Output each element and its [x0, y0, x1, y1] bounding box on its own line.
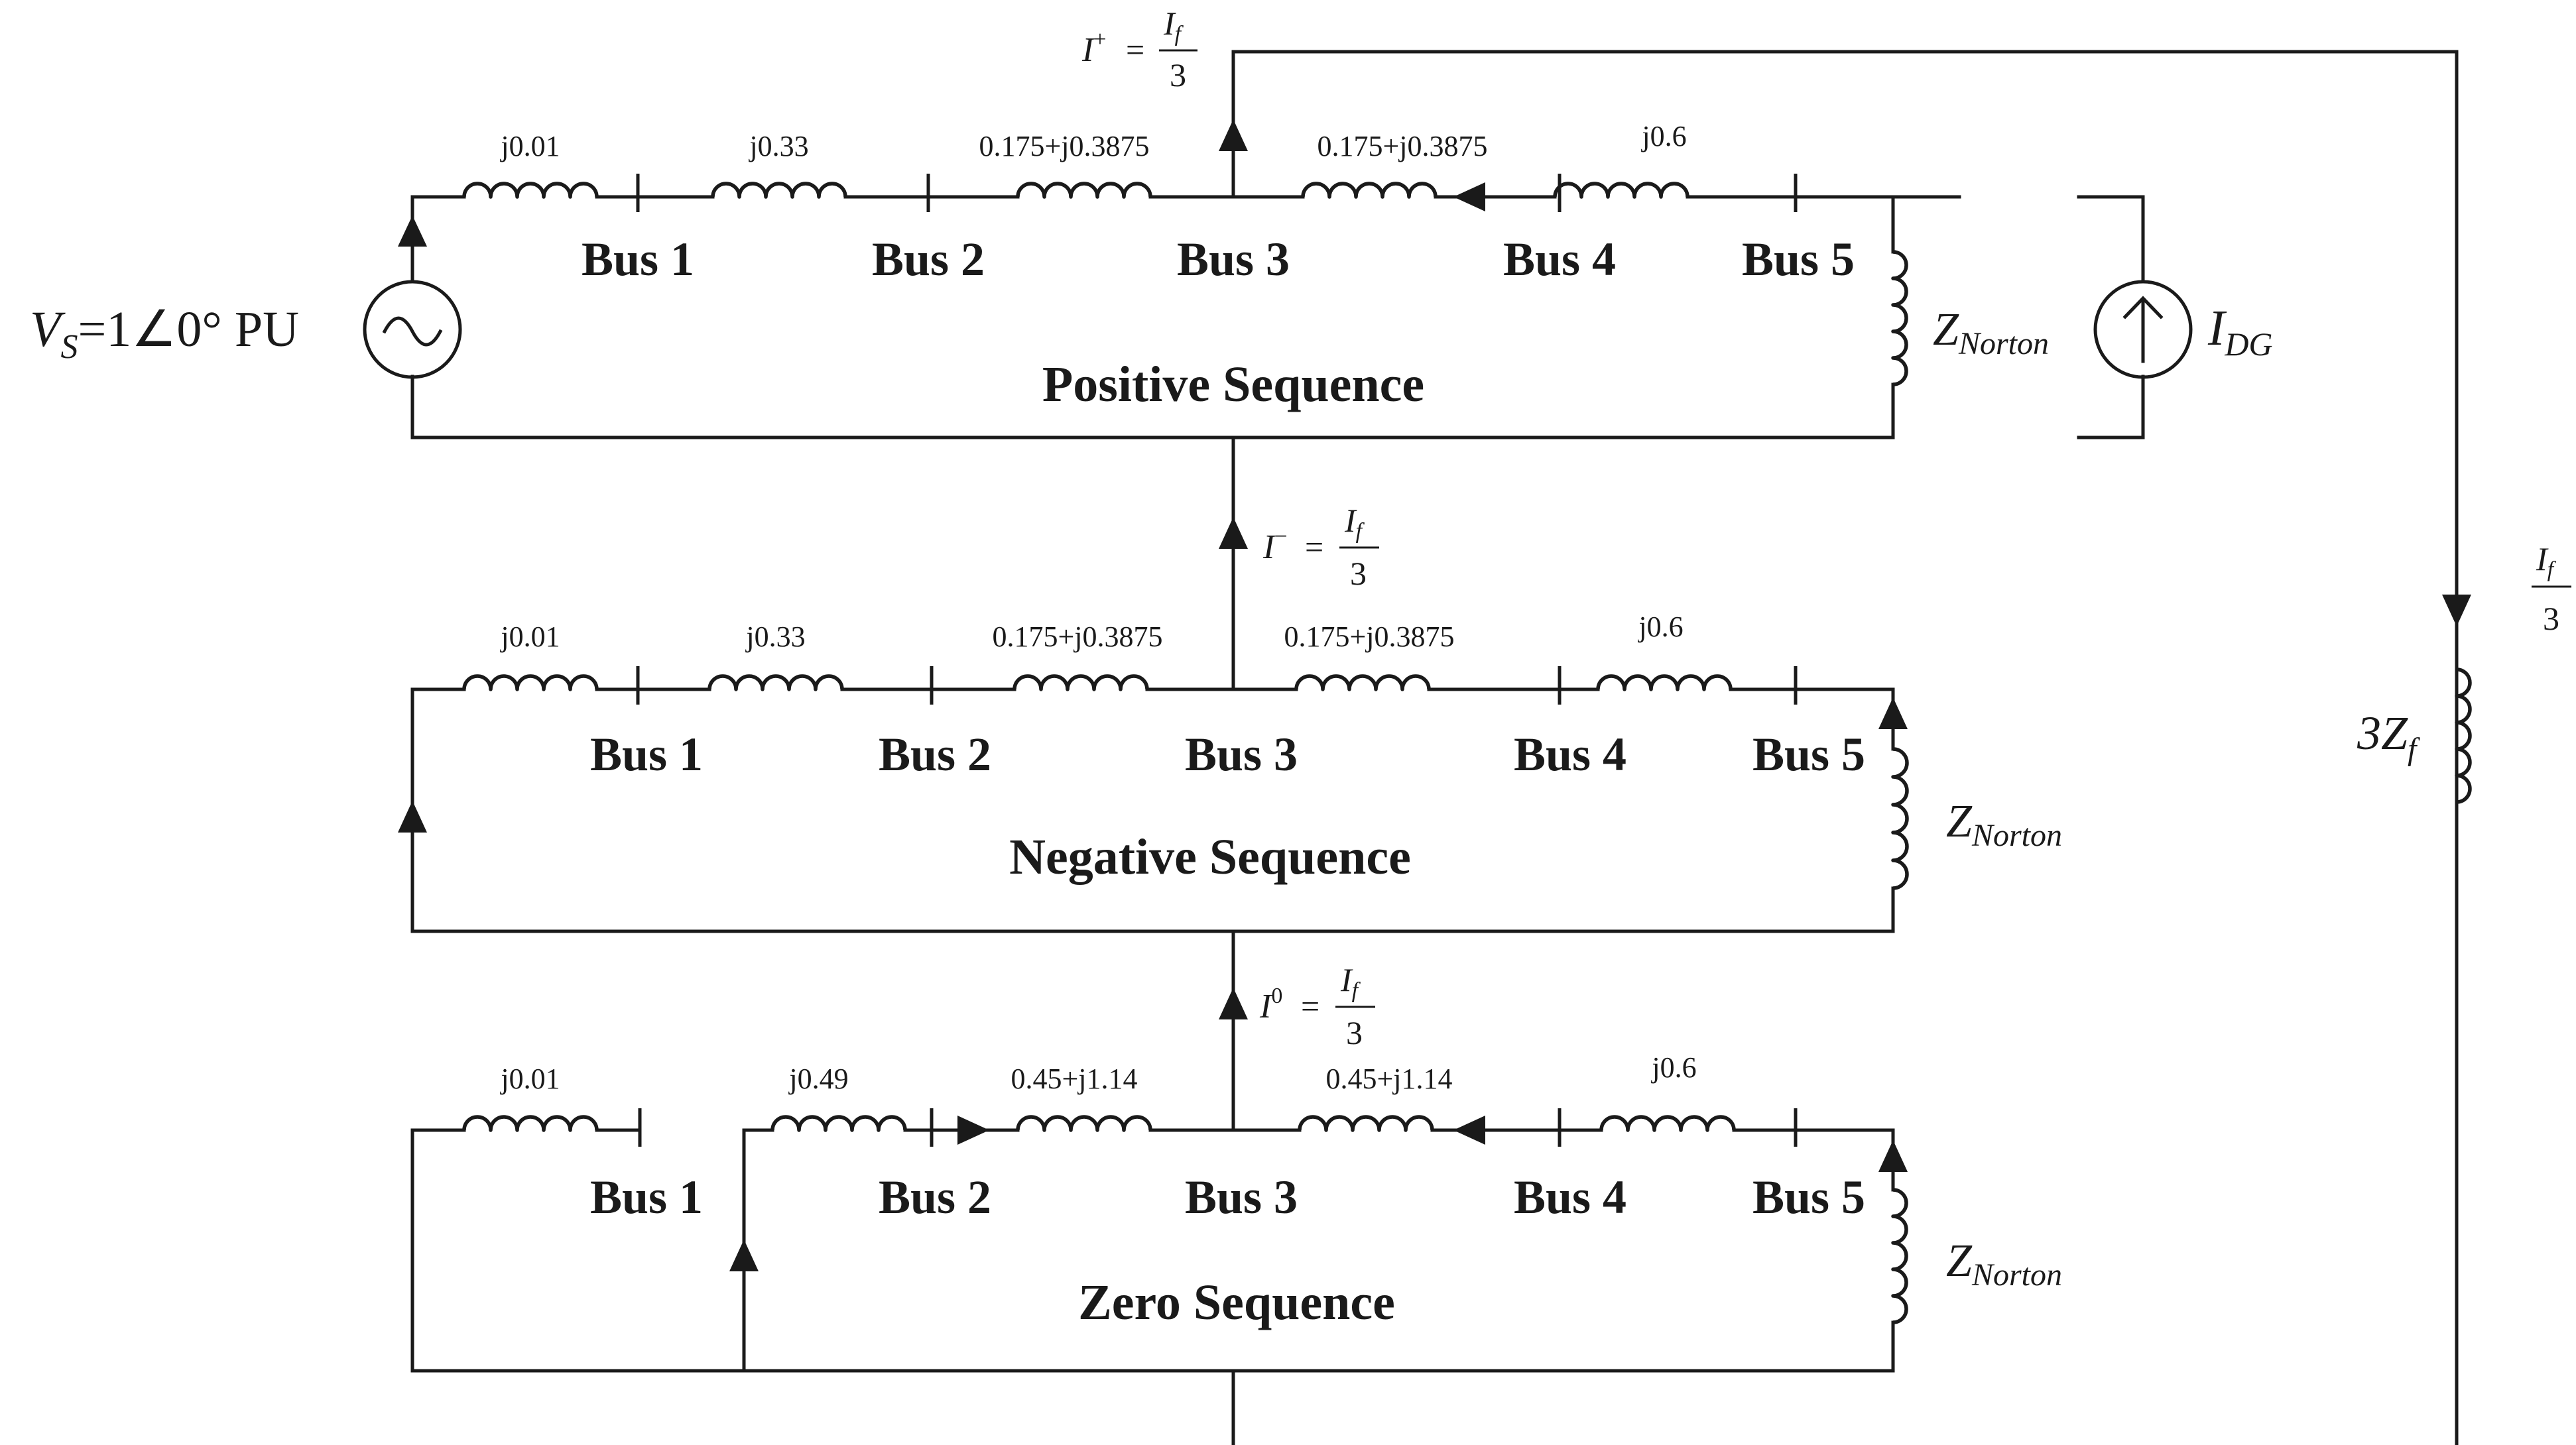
negative-bus-4-label: Bus 4	[1514, 728, 1626, 781]
negative-impedance-2	[709, 676, 842, 689]
positive-bus-2-label: Bus 2	[872, 233, 985, 286]
negative-bus-3-label: Bus 3	[1185, 728, 1298, 781]
source-v: V	[30, 302, 66, 357]
source-voltage-label: VS=1∠0° PU	[30, 302, 299, 366]
negative-impedance-label-1: j0.01	[499, 620, 560, 653]
svg-text:=: =	[1301, 988, 1319, 1025]
source-current-arrow-icon	[398, 215, 427, 247]
zero-norton-impedance	[1891, 1188, 1908, 1324]
positive-bus-5-label: Bus 5	[1742, 233, 1855, 286]
fault-current-label: If 3	[2532, 540, 2571, 637]
svg-text:If: If	[1163, 5, 1184, 46]
svg-text:3: 3	[1170, 56, 1186, 93]
ac-source-icon	[363, 280, 462, 379]
zero-bus4-arrow-icon	[1453, 1116, 1485, 1145]
svg-text:I0: I0	[1259, 984, 1282, 1025]
svg-text:If: If	[2536, 540, 2557, 582]
fault-current-arrow-icon	[2442, 595, 2471, 626]
positive-impedance-3	[1018, 184, 1150, 197]
zero-impedance-3	[1018, 1117, 1150, 1130]
zero-impedance-2	[772, 1117, 905, 1130]
negative-norton-impedance	[1891, 747, 1909, 890]
zero-left-arrow-icon	[729, 1240, 759, 1271]
positive-impedance-label-1: j0.01	[499, 130, 560, 162]
zero-impedance-label-1: j0.01	[499, 1063, 560, 1095]
negative-impedance-label-3: 0.175+j0.3875	[992, 620, 1162, 653]
positive-sequence-title: Positive Sequence	[1042, 357, 1424, 412]
zero-impedance-label-5: j0.6	[1650, 1051, 1696, 1084]
zero-bus-3-label: Bus 3	[1185, 1171, 1298, 1224]
svg-text:=: =	[1126, 31, 1144, 68]
zero-sequence-title: Zero Sequence	[1078, 1275, 1395, 1330]
positive-impedance-4	[1303, 184, 1436, 197]
zero-impedance-label-2: j0.49	[788, 1063, 848, 1095]
positive-impedance-label-5: j0.6	[1640, 120, 1686, 152]
zero-norton-label: ZNorton	[1946, 1236, 2062, 1293]
negative-fault-current-arrow-icon	[1219, 517, 1248, 549]
svg-text:I−: I−	[1262, 524, 1288, 566]
zero-impedance-5	[1601, 1117, 1734, 1130]
negative-bus-2-label: Bus 2	[879, 728, 991, 781]
source-rest: =1∠0° PU	[78, 302, 299, 357]
zero-impedance-4	[1300, 1117, 1432, 1130]
positive-bus-3-label: Bus 3	[1177, 233, 1290, 286]
zero-bus2-arrow-icon	[957, 1116, 989, 1145]
svg-text:If: If	[1344, 502, 1365, 544]
fault-impedance-label: 3Zf	[2357, 707, 2420, 767]
negative-norton-arrow-icon	[1878, 697, 1908, 729]
negative-left-arrow-icon	[398, 801, 427, 833]
positive-fault-current-arrow-icon	[1219, 119, 1248, 151]
zero-bus-2-label: Bus 2	[879, 1171, 991, 1224]
zero-impedance-label-4: 0.45+j1.14	[1325, 1063, 1452, 1095]
svg-text:3: 3	[2543, 600, 2559, 637]
positive-bus-4-label: Bus 4	[1503, 233, 1616, 286]
negative-norton-label: ZNorton	[1946, 796, 2062, 853]
zero-bus-5-label: Bus 5	[1752, 1171, 1865, 1224]
zero-impedance-label-3: 0.45+j1.14	[1011, 1063, 1137, 1095]
positive-norton-impedance	[1891, 250, 1908, 386]
positive-bus-1-label: Bus 1	[582, 233, 694, 286]
positive-norton-label: ZNorton	[1933, 304, 2049, 361]
negative-sequence-title: Negative Sequence	[1009, 829, 1411, 885]
svg-text:If: If	[1340, 961, 1361, 1003]
negative-bus-1-label: Bus 1	[590, 728, 703, 781]
positive-impedance-5	[1555, 184, 1687, 197]
positive-impedance-label-3: 0.175+j0.3875	[979, 130, 1149, 162]
negative-impedance-label-2: j0.33	[745, 620, 805, 653]
positive-impedance-2	[713, 184, 845, 197]
source-v-sub: S	[60, 328, 78, 366]
positive-impedance-label-2: j0.33	[748, 130, 808, 162]
zero-current-label: I0 = If 3	[1259, 961, 1375, 1051]
negative-impedance-5	[1598, 676, 1731, 689]
zero-norton-arrow-icon	[1878, 1140, 1908, 1172]
negative-impedance-1	[464, 676, 597, 689]
negative-impedance-label-5: j0.6	[1637, 610, 1683, 643]
negative-impedance-4	[1296, 676, 1429, 689]
svg-text:3: 3	[1350, 555, 1367, 592]
negative-bus-5-label: Bus 5	[1752, 728, 1865, 781]
positive-impedance-1	[464, 184, 597, 197]
zero-bus-1-label: Bus 1	[590, 1171, 703, 1224]
positive-current-label: I+ = If 3	[1081, 5, 1197, 93]
fault-impedance-coil	[2455, 667, 2472, 804]
dg-current-label: IDG	[2207, 300, 2273, 363]
zero-impedance-1	[464, 1117, 597, 1130]
up-arrow-icon	[2122, 296, 2164, 319]
negative-impedance-3	[1014, 676, 1147, 689]
negative-impedance-label-4: 0.175+j0.3875	[1284, 620, 1454, 653]
dg-current-source-icon	[2093, 280, 2193, 379]
positive-impedance-label-4: 0.175+j0.3875	[1317, 130, 1487, 162]
svg-text:=: =	[1305, 528, 1323, 565]
zero-fault-current-arrow-icon	[1219, 988, 1248, 1019]
svg-text:I+: I+	[1081, 27, 1107, 69]
fault-branch	[2442, 50, 2472, 1445]
negative-sequence-network	[398, 435, 1909, 933]
svg-text:3: 3	[1346, 1014, 1363, 1051]
negative-current-label: I− = If 3	[1262, 502, 1379, 592]
zero-sequence-network	[410, 929, 1908, 1445]
sine-wave-icon	[382, 316, 443, 347]
positive-dg-current-arrow-icon	[1453, 182, 1485, 211]
zero-bus-4-label: Bus 4	[1514, 1171, 1626, 1224]
